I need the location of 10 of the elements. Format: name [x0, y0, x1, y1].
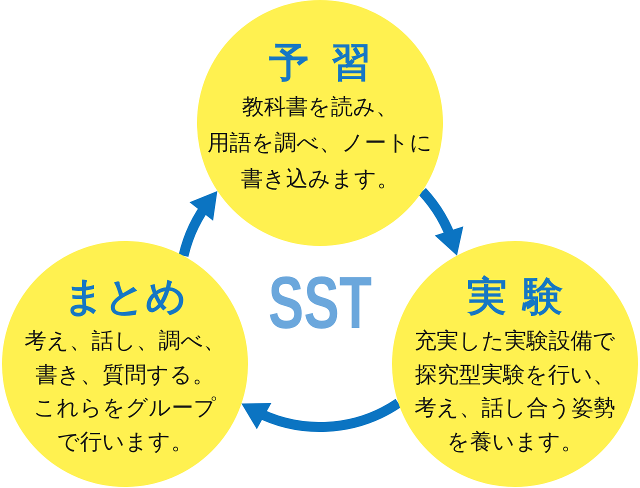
circle-text: 考え、話し、調べ、書き、質問する。これらをグループで行います。 [24, 328, 226, 456]
circle-text: 教科書を読み、用語を調べ、ノートに書き込みます。 [208, 94, 432, 194]
circle-heading: まとめ [64, 273, 186, 321]
cycle-arrow [241, 398, 401, 432]
center-label: SST [268, 274, 372, 332]
circle-heading: 予習 [268, 39, 393, 87]
circle-text: 充実した実験設備で探究型実験を行い、考え、話し合う姿勢を養います。 [414, 328, 616, 456]
cycle-arrow [418, 188, 462, 256]
circle-heading: 実験 [466, 273, 579, 321]
cycle-arrow [178, 190, 217, 258]
